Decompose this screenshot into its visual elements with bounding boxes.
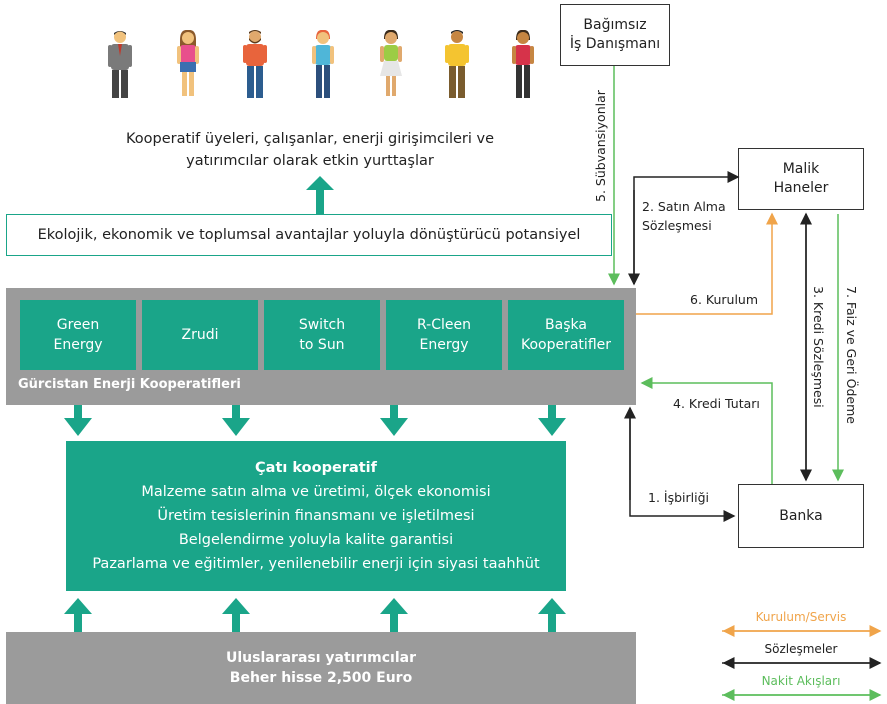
bank-box: Banka xyxy=(738,484,864,548)
panel-label: Gürcistan Enerji Kooperatifleri xyxy=(18,377,241,392)
installation-arrow xyxy=(636,212,778,315)
owner-households-box: Malik Haneler xyxy=(738,148,864,210)
flow-label-interest-repayment: 7. Faiz ve Geri Ödeme xyxy=(844,286,859,424)
coop-r-cleen-energy: R-Cleen Energy xyxy=(386,300,502,370)
umbrella-cooperative-box: Çatı kooperatif Malzeme satın alma ve ür… xyxy=(66,441,566,591)
coop-switch-line-2: to Sun xyxy=(299,337,345,353)
teal-arrow-shaft xyxy=(316,183,324,214)
consultant-line-1: Bağımsız xyxy=(583,17,647,33)
flow-label-purchase-2: Sözleşmesi xyxy=(642,218,712,233)
investors-line-2: Beher hisse 2,500 Euro xyxy=(229,670,413,686)
citizens-caption: Kooperatif üyeleri, çalışanlar, enerji g… xyxy=(0,128,620,172)
flow-label-cooperation: 1. İşbirliği xyxy=(648,490,709,505)
coop-zrudi-label: Zrudi xyxy=(181,327,219,343)
consultant-line-2: İş Danışmanı xyxy=(569,36,661,52)
legend-install: Kurulum/Servis xyxy=(755,610,847,624)
transformative-potential-text: Ekolojik, ekonomik ve toplumsal avantajl… xyxy=(37,227,581,243)
coop-green-energy-line-2: Energy xyxy=(53,337,103,353)
citizens-line-2: yatırımcılar olarak etkin yurttaşlar xyxy=(186,153,434,169)
coop-zrudi: Zrudi xyxy=(142,300,258,370)
umbrella-item: Üretim tesislerinin finansmanı ve işleti… xyxy=(157,508,475,524)
coop-switch-line-1: Switch xyxy=(298,317,346,333)
independent-consultant-box: Bağımsız İş Danışmanı xyxy=(560,4,670,66)
umbrella-title: Çatı kooperatif xyxy=(255,460,377,476)
person-woman-red-icon xyxy=(512,30,534,98)
person-woman-white-dress-icon xyxy=(380,30,402,96)
umbrella-item: Belgelendirme yoluyla kalite garantisi xyxy=(178,532,454,548)
teal-arrow-up-head xyxy=(306,176,334,190)
coop-other-cooperatives: Başka Kooperatifler xyxy=(508,300,624,370)
umbrella-item: Pazarlama ve eğitimler, yenilenebilir en… xyxy=(92,556,540,572)
owner-line-2: Haneler xyxy=(773,180,829,196)
flow-label-loan-amount: 4. Kredi Tutarı xyxy=(673,396,760,411)
umbrella-item: Malzeme satın alma ve üretimi, ölçek eko… xyxy=(141,484,491,500)
coop-other-line-2: Kooperatifler xyxy=(520,337,611,353)
person-woman-orange-icon xyxy=(312,30,334,98)
citizens-line-1: Kooperatif üyeleri, çalışanlar, enerji g… xyxy=(125,131,495,147)
coop-rcleen-line-1: R-Cleen xyxy=(417,317,471,333)
international-investors-box: Uluslararası yatırımcılar Beher hisse 2,… xyxy=(6,632,636,704)
loan-amount-arrow xyxy=(640,377,773,484)
coop-switch-to-sun: Switch to Sun xyxy=(264,300,380,370)
flow-label-purchase-1: 2. Satın Alma xyxy=(642,199,726,214)
coop-rcleen-line-2: Energy xyxy=(419,337,469,353)
owner-line-1: Malik xyxy=(782,161,820,177)
coop-other-line-1: Başka xyxy=(545,317,587,333)
person-man-beard-icon xyxy=(243,30,267,98)
investors-line-1: Uluslararası yatırımcılar xyxy=(225,650,417,666)
flow-label-credit-contract: 3. Kredi Sözleşmesi xyxy=(811,286,826,408)
legend-contracts: Sözleşmeler xyxy=(764,642,838,656)
flow-label-installation: 6. Kurulum xyxy=(690,292,759,307)
flow-label-subsidies: 5. Sübvansiyonlar xyxy=(593,90,608,202)
coop-green-energy: Green Energy xyxy=(20,300,136,370)
bank-label: Banka xyxy=(779,507,823,524)
teal-arrows xyxy=(64,176,566,632)
coop-green-energy-line-1: Green xyxy=(56,317,100,333)
legend-cash: Nakit Akışları xyxy=(761,674,841,688)
person-woman-pink-icon xyxy=(177,30,199,96)
person-man-gray-suit-icon xyxy=(108,31,132,98)
transformative-potential-box: Ekolojik, ekonomik ve toplumsal avantajl… xyxy=(6,214,612,256)
person-man-yellow-icon xyxy=(445,30,469,98)
